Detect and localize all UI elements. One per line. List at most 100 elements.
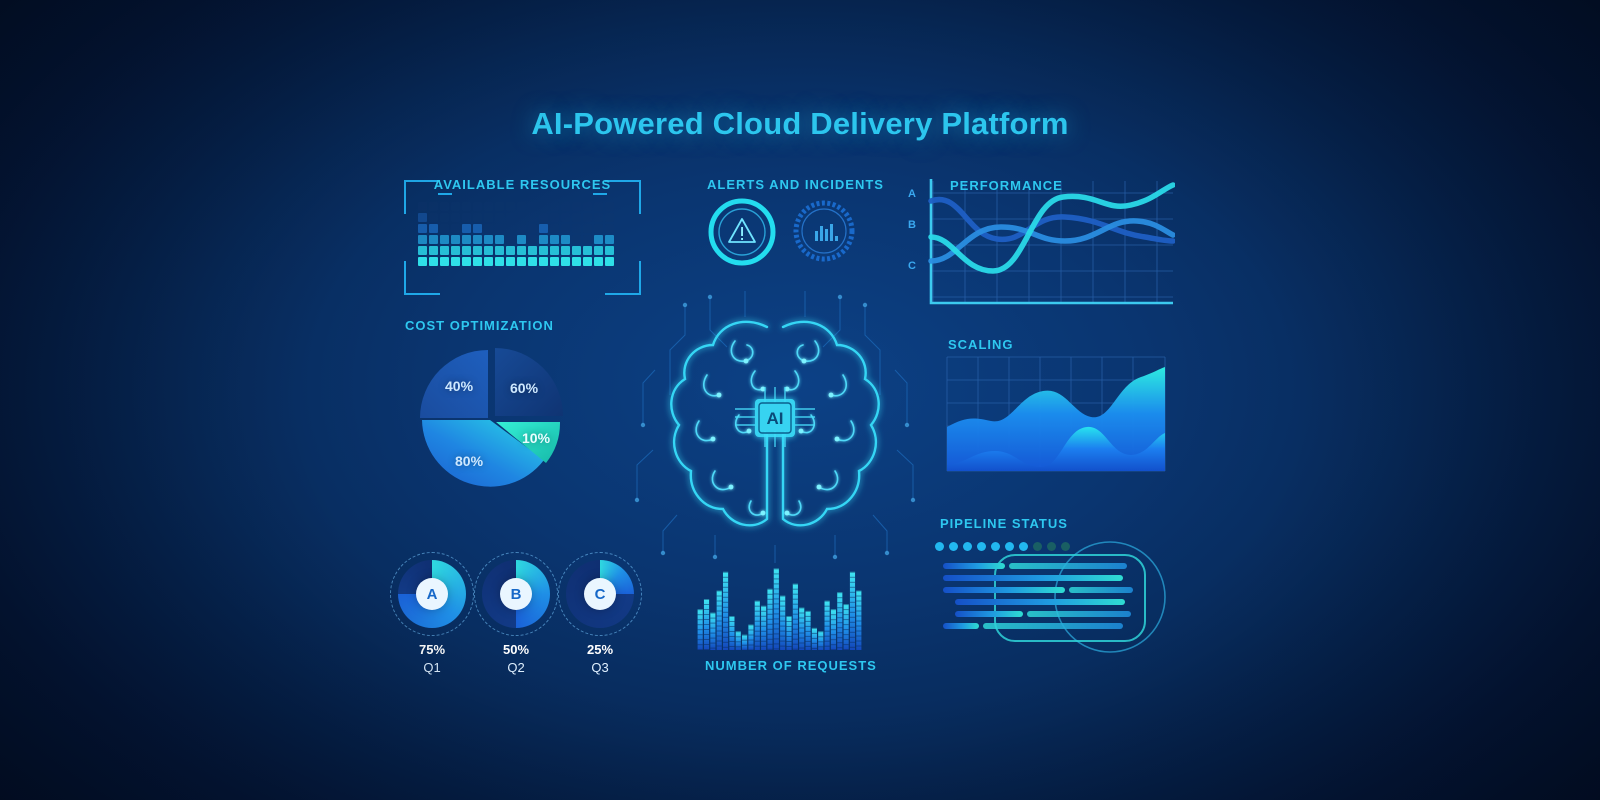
resource-matrix-cell bbox=[451, 224, 460, 233]
pipeline-dot-inactive[interactable] bbox=[1033, 542, 1042, 551]
gauge-q3[interactable]: C bbox=[558, 552, 642, 636]
pipeline-dot-active[interactable] bbox=[935, 542, 944, 551]
resource-matrix-row bbox=[418, 257, 616, 268]
gauge-q2[interactable]: B bbox=[474, 552, 558, 636]
resource-matrix-cell bbox=[561, 202, 570, 211]
resource-matrix-cell bbox=[517, 224, 526, 233]
resource-matrix-cell bbox=[440, 235, 449, 244]
resource-matrix-cell bbox=[473, 235, 482, 244]
requests-bar bbox=[729, 616, 735, 650]
resource-matrix-cell bbox=[550, 257, 559, 266]
resource-matrix-cell bbox=[605, 213, 614, 222]
cost-optimization-label: COST OPTIMIZATION bbox=[405, 318, 554, 333]
resource-matrix-cell bbox=[418, 202, 427, 211]
pie-label-80: 80% bbox=[455, 453, 484, 469]
pipeline-dot-inactive[interactable] bbox=[1061, 542, 1070, 551]
resource-matrix-cell bbox=[462, 224, 471, 233]
resource-matrix-cell bbox=[462, 246, 471, 255]
resource-matrix-cell bbox=[506, 213, 515, 222]
resource-matrix-cell bbox=[594, 202, 603, 211]
gauge-tick-ring bbox=[558, 552, 642, 636]
resource-matrix-cell bbox=[528, 224, 537, 233]
resource-matrix-cell bbox=[583, 246, 592, 255]
resource-matrix-cell bbox=[429, 224, 438, 233]
resource-matrix-cell bbox=[484, 246, 493, 255]
resource-matrix-cell bbox=[451, 257, 460, 266]
gauge-letter: B bbox=[500, 578, 532, 610]
bar-chart-icon[interactable] bbox=[793, 200, 855, 262]
bracket-top-right-icon bbox=[605, 180, 641, 214]
resource-matrix-cell bbox=[517, 257, 526, 266]
scaling-label: SCALING bbox=[948, 337, 1014, 352]
gauge-tick-ring bbox=[474, 552, 558, 636]
pipeline-status-dots bbox=[935, 542, 1070, 551]
pipeline-dot-active[interactable] bbox=[1005, 542, 1014, 551]
pipeline-status-graphic bbox=[935, 535, 1170, 655]
gauge-letter: C bbox=[584, 578, 616, 610]
pipeline-dot-active[interactable] bbox=[991, 542, 1000, 551]
gauge-percent: 50% bbox=[502, 642, 530, 657]
resource-matrix-cell bbox=[484, 257, 493, 266]
resource-matrix-row bbox=[418, 213, 616, 224]
resource-matrix-cell bbox=[440, 224, 449, 233]
resource-matrix-cell bbox=[572, 235, 581, 244]
resource-matrix-cell bbox=[594, 224, 603, 233]
page-title: AI-Powered Cloud Delivery Platform bbox=[531, 106, 1069, 141]
resource-matrix-cell bbox=[473, 213, 482, 222]
bracket-bottom-left-icon bbox=[404, 261, 440, 295]
performance-label: PERFORMANCE bbox=[950, 178, 1063, 193]
pipeline-dot-inactive[interactable] bbox=[1047, 542, 1056, 551]
pipeline-dot-active[interactable] bbox=[963, 542, 972, 551]
gauge-tick-ring bbox=[390, 552, 474, 636]
resource-matrix-cell bbox=[451, 235, 460, 244]
resource-matrix-cell bbox=[528, 235, 537, 244]
resource-matrix-cell bbox=[484, 235, 493, 244]
requests-bar bbox=[710, 612, 716, 650]
resource-matrix-cell bbox=[484, 202, 493, 211]
resource-matrix-cell bbox=[462, 202, 471, 211]
requests-bar bbox=[799, 607, 805, 650]
resource-matrix-cell bbox=[517, 213, 526, 222]
resource-matrix-cell bbox=[440, 202, 449, 211]
performance-line-chart bbox=[905, 175, 1176, 305]
pipeline-status-label: PIPELINE STATUS bbox=[940, 516, 1068, 531]
resource-matrix-cell bbox=[440, 246, 449, 255]
resource-matrix-cell bbox=[539, 213, 548, 222]
requests-bar bbox=[805, 610, 811, 650]
resource-matrix-cell bbox=[418, 224, 427, 233]
resource-matrix-cell bbox=[462, 213, 471, 222]
resource-matrix-cell bbox=[528, 202, 537, 211]
requests-bar bbox=[856, 590, 862, 650]
requests-bar bbox=[792, 583, 798, 650]
warning-triangle-icon[interactable] bbox=[708, 198, 776, 266]
resource-matrix-cell bbox=[550, 224, 559, 233]
pipeline-dot-active[interactable] bbox=[949, 542, 958, 551]
requests-bar bbox=[716, 590, 722, 650]
resource-matrix-cell bbox=[473, 257, 482, 266]
resource-matrix-row bbox=[418, 224, 616, 235]
resource-matrix-cell bbox=[605, 257, 614, 266]
requests-bar bbox=[849, 571, 856, 650]
bracket-bottom-right-icon bbox=[605, 261, 641, 295]
resource-matrix-row bbox=[418, 235, 616, 246]
requests-bar bbox=[722, 571, 729, 650]
resource-matrix-cell bbox=[506, 202, 515, 211]
requests-bar bbox=[780, 595, 786, 650]
resource-matrix-cell bbox=[473, 224, 482, 233]
resource-matrix-cell bbox=[429, 202, 438, 211]
resource-matrix-cell bbox=[429, 257, 438, 266]
alerts-and-incidents-label: ALERTS AND INCIDENTS bbox=[707, 177, 884, 192]
resource-matrix-cell bbox=[539, 202, 548, 211]
resource-matrix-cell bbox=[484, 213, 493, 222]
number-of-requests-chart bbox=[697, 565, 862, 651]
resource-matrix-cell bbox=[451, 246, 460, 255]
resource-matrix-cell bbox=[495, 213, 504, 222]
cost-optimization-pie-chart: 60% 40% 80% 10% bbox=[400, 340, 585, 505]
gauge-q1[interactable]: A bbox=[390, 552, 474, 636]
resource-matrix-cell bbox=[495, 202, 504, 211]
pipeline-dot-active[interactable] bbox=[977, 542, 986, 551]
resource-matrix-cell bbox=[605, 224, 614, 233]
resource-matrix-cell bbox=[539, 235, 548, 244]
pipeline-dot-active[interactable] bbox=[1019, 542, 1028, 551]
